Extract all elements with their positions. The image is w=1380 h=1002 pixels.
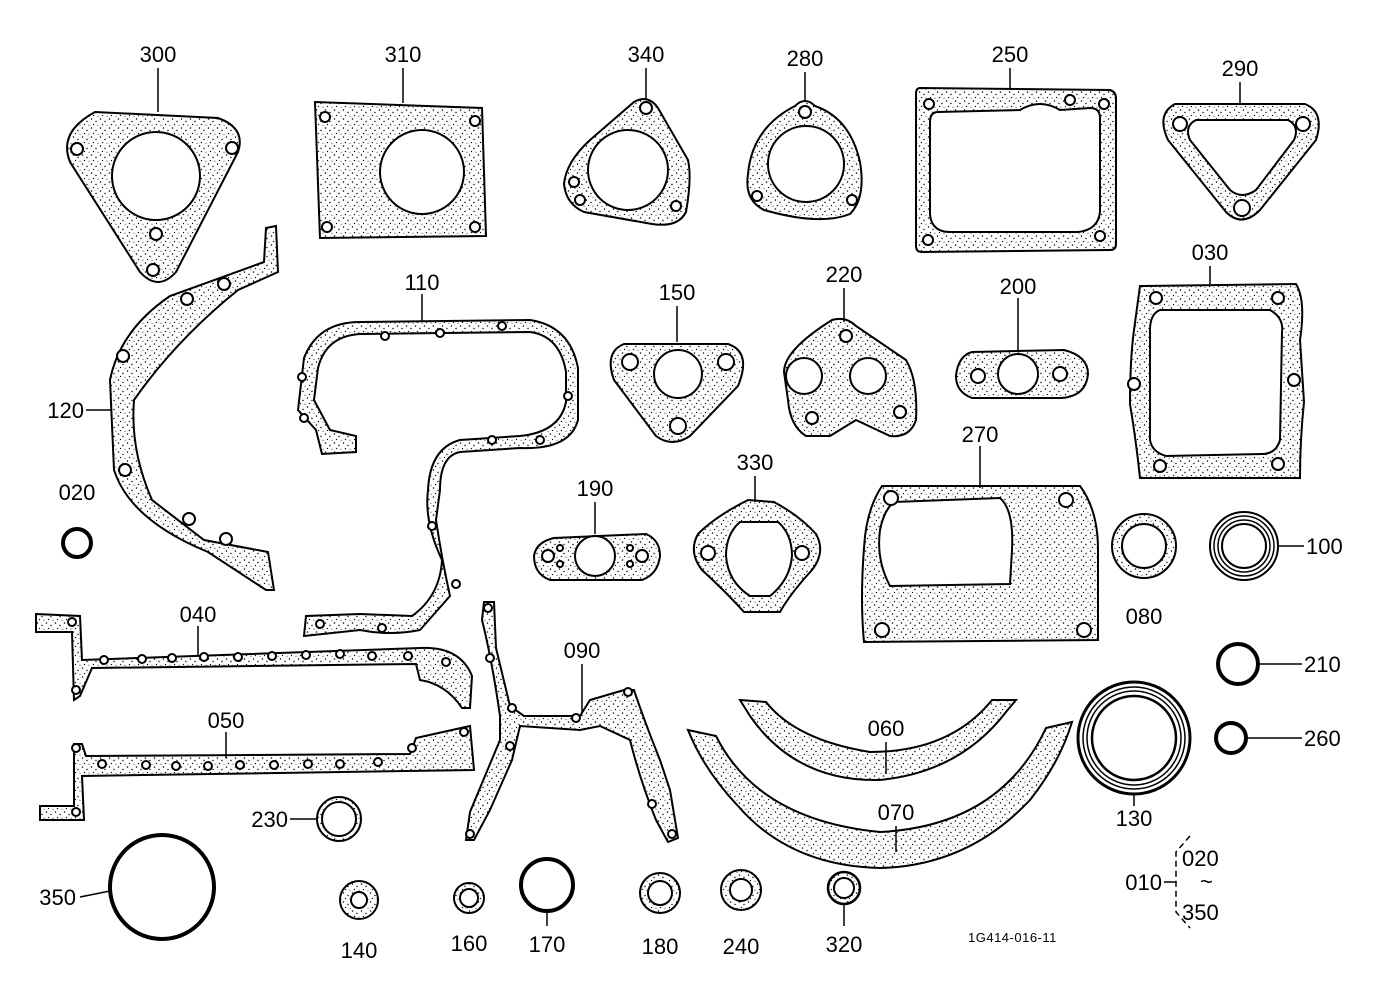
part-label-160: 160 xyxy=(451,931,488,956)
part-290-gasket: 290 xyxy=(1162,56,1320,221)
part-label-140: 140 xyxy=(341,938,378,963)
part-170-o-ring: 170 xyxy=(519,857,575,957)
part-200-gasket: 200 xyxy=(954,274,1090,399)
part-label-310: 310 xyxy=(385,42,422,67)
part-label-300: 300 xyxy=(140,42,177,67)
part-120-gasket: 120 xyxy=(47,224,280,591)
part-060-seal: 060 xyxy=(738,698,1019,782)
part-030-gasket: 030 xyxy=(1127,240,1306,479)
part-180-washer: 180 xyxy=(639,872,681,959)
part-label-050: 050 xyxy=(208,708,245,733)
part-190-gasket: 190 xyxy=(532,476,662,581)
part-270-gasket: 270 xyxy=(861,422,1099,644)
part-330-gasket: 330 xyxy=(692,450,822,613)
part-label-290: 290 xyxy=(1222,56,1259,81)
part-label-190: 190 xyxy=(577,476,614,501)
part-label-270: 270 xyxy=(962,422,999,447)
part-300-gasket: 300 xyxy=(66,42,241,283)
kit-label: 010 xyxy=(1125,870,1162,895)
part-070-seal: 070 xyxy=(686,720,1074,870)
part-label-030: 030 xyxy=(1192,240,1229,265)
part-label-210: 210 xyxy=(1304,652,1341,677)
part-label-230: 230 xyxy=(251,807,288,832)
part-040-gasket: 040 xyxy=(35,602,474,709)
kit-range-tilde: ~ xyxy=(1200,869,1213,894)
kit-range-start: 020 xyxy=(1182,846,1219,871)
part-320-seal: 320 xyxy=(826,870,863,957)
part-260-o-ring: 260 xyxy=(1214,721,1341,755)
part-label-100: 100 xyxy=(1306,534,1343,559)
part-label-220: 220 xyxy=(826,262,863,287)
part-label-240: 240 xyxy=(723,934,760,959)
part-label-150: 150 xyxy=(659,280,696,305)
part-label-340: 340 xyxy=(628,42,665,67)
part-label-330: 330 xyxy=(737,450,774,475)
part-310-gasket: 310 xyxy=(313,42,488,240)
part-230-washer: 230 xyxy=(251,796,362,842)
part-label-080: 080 xyxy=(1126,604,1163,629)
part-100-seal: 100 xyxy=(1209,511,1343,581)
part-label-060: 060 xyxy=(868,716,905,741)
part-label-130: 130 xyxy=(1116,806,1153,831)
part-110-gasket: 110 xyxy=(296,270,579,638)
part-130-seal: 130 xyxy=(1076,680,1192,831)
part-label-090: 090 xyxy=(564,638,601,663)
part-160-washer: 160 xyxy=(451,882,488,956)
part-label-120: 120 xyxy=(47,398,84,423)
part-label-250: 250 xyxy=(992,42,1029,67)
part-label-200: 200 xyxy=(1000,274,1037,299)
part-080-washer: 080 xyxy=(1111,513,1177,629)
part-label-070: 070 xyxy=(878,800,915,825)
part-label-110: 110 xyxy=(404,270,439,295)
part-340-gasket: 340 xyxy=(562,42,691,226)
part-label-260: 260 xyxy=(1304,726,1341,751)
part-label-170: 170 xyxy=(529,932,566,957)
kit-callout-010: 010 020 ~ 350 xyxy=(1125,835,1219,929)
part-label-280: 280 xyxy=(787,46,824,71)
part-140-washer: 140 xyxy=(339,880,379,963)
part-210-o-ring: 210 xyxy=(1216,642,1341,686)
kit-range-end: 350 xyxy=(1182,900,1219,925)
part-label-020: 020 xyxy=(59,480,96,505)
part-150-gasket: 150 xyxy=(609,280,745,443)
part-350-o-ring: 350 xyxy=(39,833,216,941)
part-280-gasket: 280 xyxy=(746,46,863,221)
part-label-350: 350 xyxy=(39,885,76,910)
part-240-washer: 240 xyxy=(720,869,762,959)
part-label-180: 180 xyxy=(642,934,679,959)
part-label-320: 320 xyxy=(826,932,863,957)
part-250-gasket: 250 xyxy=(915,42,1117,254)
part-050-gasket: 050 xyxy=(39,708,476,821)
part-label-040: 040 xyxy=(180,602,217,627)
part-090-gasket: 090 xyxy=(464,601,680,844)
part-020-o-ring: 020 xyxy=(59,480,96,559)
drawing-code: 1G414-016-11 xyxy=(968,930,1057,945)
part-220-gasket: 220 xyxy=(782,262,918,438)
